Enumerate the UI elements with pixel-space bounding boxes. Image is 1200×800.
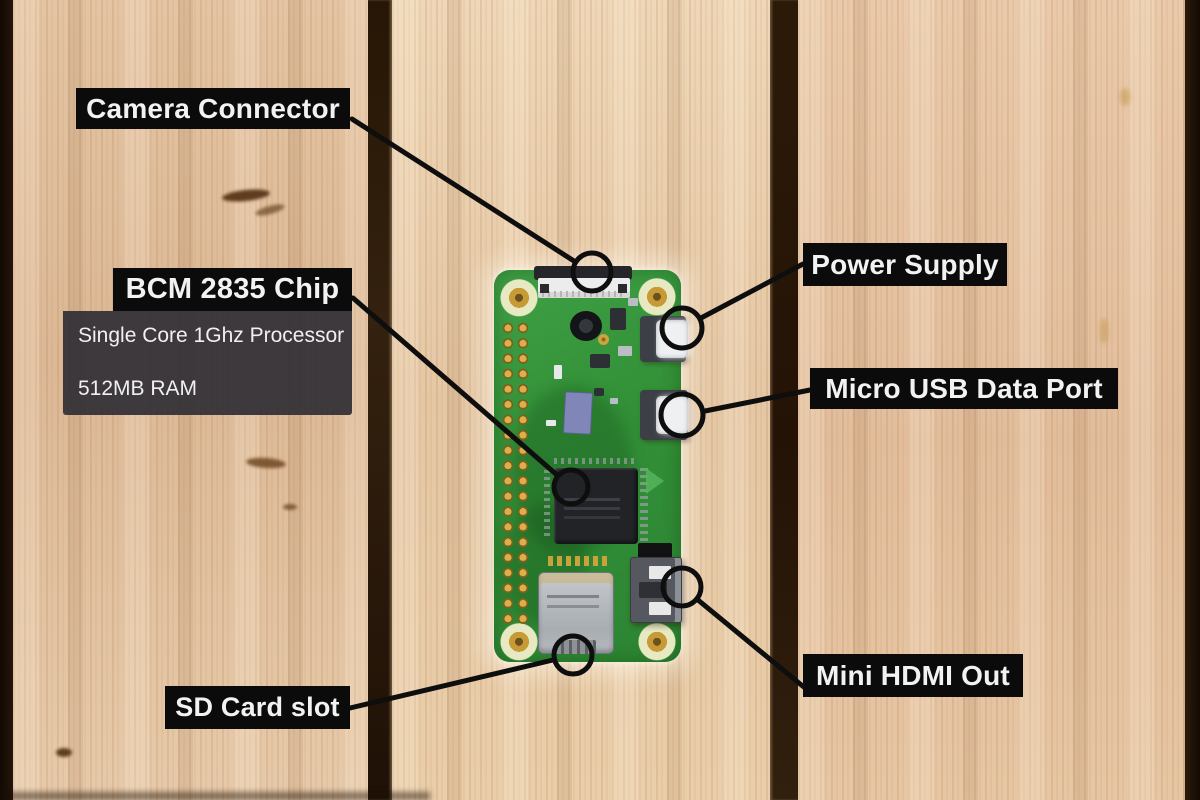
hdmi-core xyxy=(639,582,667,598)
hdmi-pin-slot xyxy=(649,566,671,579)
small-capacitor xyxy=(610,398,618,404)
micro-usb-data-port xyxy=(640,390,688,440)
plank-gap-left xyxy=(368,0,392,800)
small-chip xyxy=(610,308,626,330)
wireless-module xyxy=(562,391,594,435)
silkscreen-mark xyxy=(546,420,556,426)
label-micro-usb-data-port: Micro USB Data Port xyxy=(810,368,1118,409)
pi-zero-board xyxy=(494,266,688,662)
small-chip xyxy=(594,388,604,396)
small-capacitor xyxy=(628,298,638,306)
inductor-component xyxy=(570,311,602,341)
bcm-2835-chip xyxy=(554,468,638,544)
camera-connector xyxy=(538,278,630,298)
mounting-hole-top-right xyxy=(637,276,677,316)
bottom-shadow xyxy=(0,792,430,800)
micro-usb-power-port xyxy=(640,316,688,362)
frame-edge-left xyxy=(0,0,13,800)
silkscreen-arrow xyxy=(646,468,664,494)
hdmi-pin-slot xyxy=(649,602,671,615)
hdmi-shield-cap xyxy=(638,543,672,558)
wood-streak xyxy=(1120,88,1130,106)
gpio-holes xyxy=(500,320,532,626)
bcm-info-processor: Single Core 1Ghz Processor xyxy=(78,324,345,347)
wood-knot xyxy=(56,748,72,757)
mounting-hole-top-left xyxy=(499,277,539,317)
mini-hdmi-port xyxy=(630,557,682,623)
label-bcm-chip: BCM 2835 Chip xyxy=(113,268,352,311)
label-power-supply: Power Supply xyxy=(803,243,1007,286)
bcm-pin-row xyxy=(554,458,638,464)
test-pad xyxy=(598,334,609,345)
wood-knot xyxy=(283,504,297,510)
gold-contact-row xyxy=(548,556,608,566)
plank-gap-right xyxy=(770,0,798,800)
label-camera-connector: Camera Connector xyxy=(76,88,350,129)
label-mini-hdmi-out: Mini HDMI Out xyxy=(803,654,1023,697)
frame-edge-right xyxy=(1185,0,1200,800)
small-chip xyxy=(590,354,610,368)
bcm-info-box: Single Core 1Ghz Processor 512MB RAM xyxy=(63,311,352,415)
wood-streak xyxy=(1100,318,1108,344)
mounting-hole-bottom-right xyxy=(637,621,677,661)
mounting-hole-bottom-left xyxy=(499,621,539,661)
bcm-pin-row xyxy=(640,468,648,546)
camera-connector-tab xyxy=(618,284,627,293)
bcm-info-ram: 512MB RAM xyxy=(78,377,198,400)
usb-port-face xyxy=(656,320,688,358)
usb-port-face xyxy=(656,396,688,434)
silkscreen-mark xyxy=(554,365,562,379)
camera-connector-tab xyxy=(540,284,549,293)
sd-card-contacts xyxy=(556,640,596,654)
small-capacitor xyxy=(618,346,632,356)
bcm-pin-row xyxy=(544,470,550,540)
label-sd-card-slot: SD Card slot xyxy=(165,686,350,729)
